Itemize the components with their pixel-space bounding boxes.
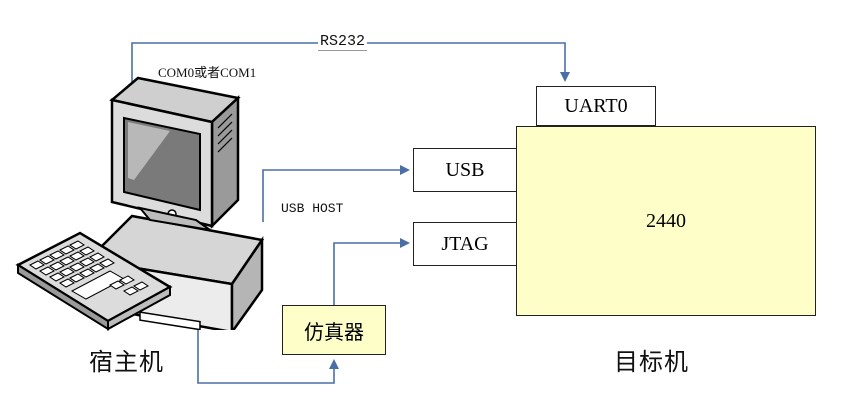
usb-port-box: USB	[413, 148, 517, 192]
cpu-2440-box: 2440	[516, 126, 816, 316]
emulator-label: 仿真器	[304, 321, 364, 344]
host-label: 宿主机	[89, 350, 164, 376]
host-to-emulator-line	[197, 328, 339, 384]
usb-line	[262, 165, 410, 222]
jtag-port-box: JTAG	[413, 222, 517, 266]
usb-host-label: USB HOST	[281, 201, 344, 216]
usb-port-label: USB	[445, 158, 485, 181]
uart0-port-box: UART0	[536, 86, 656, 126]
jtag-port-label: JTAG	[441, 232, 489, 255]
keyboard-icon	[15, 231, 173, 331]
cpu-2440-label: 2440	[646, 209, 686, 232]
com-port-label: COM0或者COM1	[158, 65, 257, 80]
emulator-box: 仿真器	[282, 305, 386, 355]
target-label: 目标机	[614, 350, 689, 376]
uart0-port-label: UART0	[564, 94, 628, 117]
emulator-to-jtag-line	[333, 238, 410, 305]
rs232-label: RS232	[318, 33, 368, 51]
